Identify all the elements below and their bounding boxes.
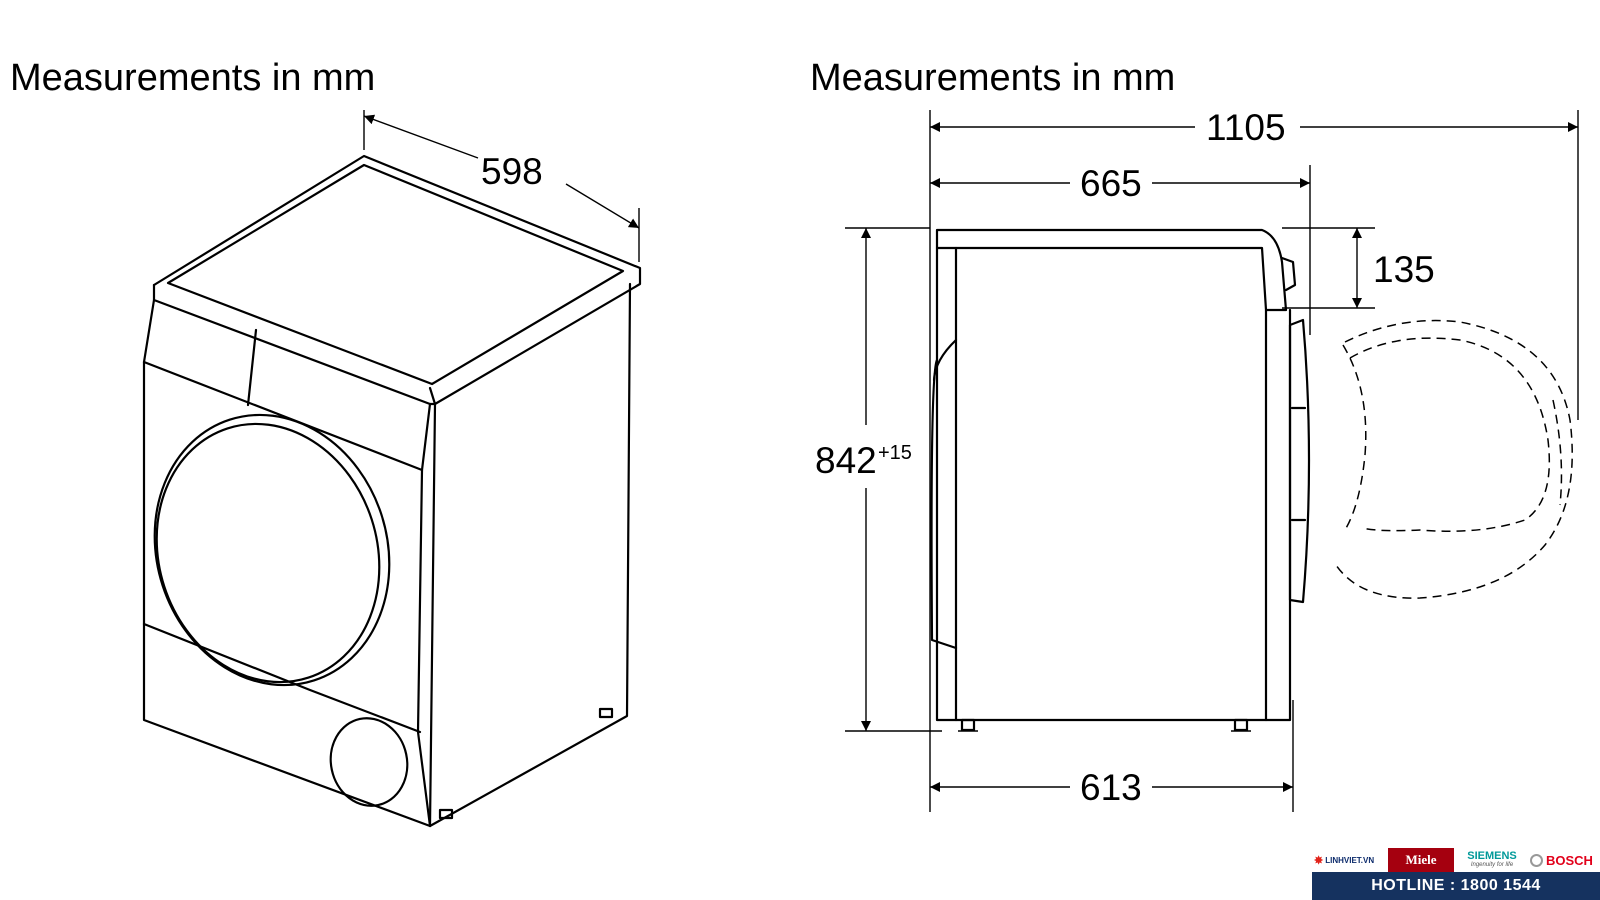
hotline-bar[interactable]: HOTLINE : 1800 1544 xyxy=(1312,872,1600,900)
linhviet-logo-text: LINHVIET.VN xyxy=(1325,855,1375,865)
siemens-logo-text: SIEMENS xyxy=(1467,850,1517,862)
door-open-depth-dimension: 1105 xyxy=(930,107,1578,148)
width-dimension: 598 xyxy=(363,110,640,262)
left-view: Measurements in mm 598 xyxy=(10,57,642,828)
height-label: 842 xyxy=(815,440,877,481)
base-depth-dimension: 613 xyxy=(930,767,1293,808)
miele-logo-text: Miele xyxy=(1405,852,1437,867)
panel-height-label: 135 xyxy=(1373,249,1435,290)
miele-logo[interactable]: Miele xyxy=(1388,848,1454,872)
right-view-title: Measurements in mm xyxy=(810,57,1175,99)
depth-label: 665 xyxy=(1080,163,1142,204)
right-view: Measurements in mm 1105 665 135 xyxy=(810,57,1579,812)
depth-door-open-label: 1105 xyxy=(1206,107,1286,148)
height-dimension: 842 +15 xyxy=(815,228,912,731)
panel-height-dimension: 135 xyxy=(1352,228,1435,308)
bosch-logo-text: BOSCH xyxy=(1546,852,1593,868)
dryer-side-profile xyxy=(930,228,1311,732)
filter-hatch xyxy=(329,717,409,807)
left-view-title: Measurements in mm xyxy=(10,57,375,99)
base-depth-label: 613 xyxy=(1080,767,1142,808)
bosch-ring-icon xyxy=(1530,853,1543,867)
height-tolerance-label: +15 xyxy=(878,442,912,464)
door-inner xyxy=(155,422,381,684)
width-label: 598 xyxy=(481,151,543,192)
siemens-tagline: Ingenuity for life xyxy=(1470,862,1514,868)
bosch-logo[interactable]: BOSCH xyxy=(1530,848,1600,872)
door-outer xyxy=(153,413,391,687)
depth-dimension: 665 xyxy=(930,163,1310,204)
door-swing-arc xyxy=(1335,319,1573,599)
linhviet-logo[interactable]: ✸LINHVIET.VN xyxy=(1312,848,1388,872)
dryer-isometric xyxy=(142,154,642,828)
star-icon: ✸ xyxy=(1314,854,1324,867)
